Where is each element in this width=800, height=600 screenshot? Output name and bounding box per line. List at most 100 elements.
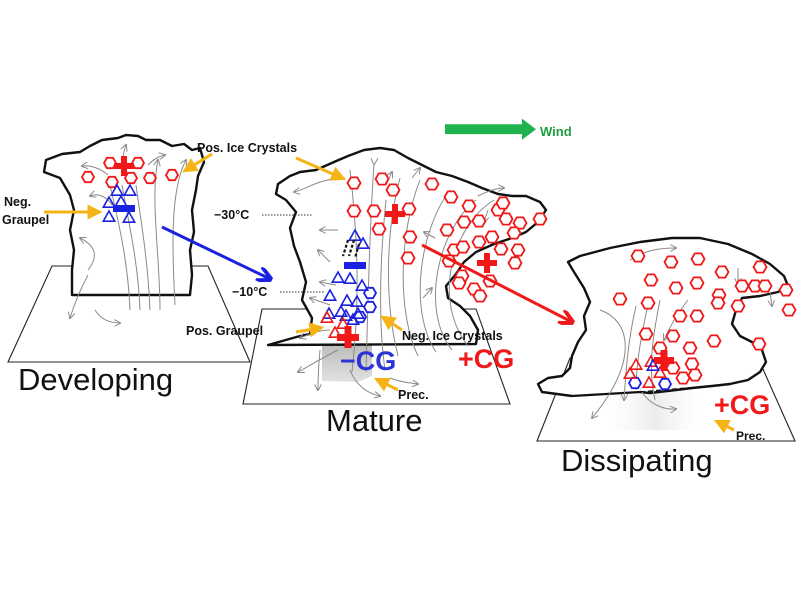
ice-crystal-icon (630, 249, 646, 263)
ice-crystal-icon (730, 299, 746, 313)
ice-crystal-icon (471, 235, 487, 249)
ice-crystal-icon (456, 215, 472, 229)
ice-crystal-icon (401, 202, 417, 216)
ice-crystal-icon (362, 286, 378, 300)
negative-charge-icon (344, 262, 366, 269)
ice-crystal-icon (638, 327, 654, 341)
ice-crystal-icon (643, 273, 659, 287)
graupel-icon (121, 210, 137, 223)
stage-dissipating: +CG Prec. Dissipating (536, 236, 797, 478)
ice-crystals-negative-dissipating (627, 376, 673, 391)
ice-crystal-icon (675, 371, 691, 385)
graupel-icon (327, 325, 343, 339)
cloud-mature (266, 146, 548, 347)
ice-crystal-icon (689, 309, 705, 323)
ice-crystal-icon (665, 361, 681, 375)
ice-crystal-icon (752, 260, 768, 274)
cloud-base-edge (571, 390, 641, 398)
graupel-negative-dissipating (645, 358, 661, 372)
graupel-icon (101, 209, 117, 222)
ice-crystal-icon (734, 279, 750, 293)
ice-crystal-icon (665, 329, 681, 343)
wind-indicator: Wind (445, 118, 572, 140)
graupel-icon (347, 228, 363, 241)
ice-crystal-icon (627, 376, 643, 390)
negative-charge-icon (113, 205, 135, 212)
stage-developing: Neg. Graupel Pos. Ice Crystals Developin… (2, 133, 297, 397)
graupel-icon (652, 365, 668, 379)
graupel-icon (641, 375, 657, 389)
positive-charge-icon (337, 326, 359, 348)
ice-crystal-icon (362, 300, 378, 314)
label-neg-ice-crystals: Neg. Ice Crystals (402, 329, 503, 343)
wind-arrow-icon (445, 118, 536, 140)
ice-crystal-icon (507, 256, 523, 270)
positive-charge-icon (654, 350, 674, 371)
ice-crystal-icon (471, 214, 487, 228)
ice-crystal-icon (512, 216, 528, 230)
ice-crystal-icon (451, 276, 467, 290)
graupel-icon (349, 294, 365, 308)
ice-crystal-icon (443, 190, 459, 204)
ice-crystal-icon (612, 292, 628, 306)
ice-crystal-icon (778, 283, 794, 297)
stage-label-developing: Developing (18, 362, 173, 397)
annotation-arrow-icon (380, 315, 403, 332)
ice-crystal-icon (684, 357, 700, 371)
ice-crystal-icon (374, 172, 390, 186)
ice-crystal-icon (532, 212, 548, 226)
label-precipitation-dissipating: Prec. (736, 429, 765, 443)
ice-crystal-icon (710, 296, 726, 310)
lightning-dashes-icon (341, 239, 361, 259)
neg-cg-label: −CG (340, 346, 396, 376)
graupel-negative-mature (321, 228, 371, 326)
ice-crystal-icon (142, 171, 158, 185)
precipitation-area-dissipating (610, 390, 700, 430)
label-neg-graupel-line2: Graupel (2, 213, 49, 227)
ice-crystal-icon (751, 337, 767, 351)
ice-crystal-icon (657, 377, 673, 391)
graupel-icon (109, 183, 125, 196)
transition-arrow-icon (161, 225, 268, 278)
isotherm-upper-label: −30°C (214, 208, 249, 222)
annotation-arrow-icon (713, 419, 735, 434)
graupel-icon (628, 357, 644, 371)
precipitation-shaft-mature (322, 345, 372, 382)
transition-arrow-icon (421, 243, 570, 321)
label-neg-graupel-line1: Neg. (4, 195, 31, 209)
graupel-icon (354, 278, 370, 292)
graupel-icon (335, 316, 351, 330)
ice-crystal-icon (668, 281, 684, 295)
ice-crystals-positive-developing (80, 156, 180, 189)
ice-crystal-icon (455, 240, 471, 254)
ice-crystal-icon (781, 303, 797, 317)
ice-crystal-icon (706, 334, 722, 348)
graupel-icon (339, 293, 355, 307)
ice-crystal-icon (123, 171, 139, 185)
stage-label-mature: Mature (326, 403, 422, 438)
ice-crystal-icon (493, 242, 509, 256)
ice-crystal-icon (472, 289, 488, 303)
graupel-icon (330, 270, 346, 284)
ice-crystal-icon (663, 255, 679, 269)
ice-crystal-icon (510, 243, 526, 257)
isotherm-lower-label: −10°C (232, 285, 267, 299)
flow-lines-developing (70, 145, 186, 323)
ice-crystal-icon (682, 341, 698, 355)
graupel-icon (122, 183, 138, 196)
ice-crystal-icon (102, 156, 118, 170)
label-pos-ice-crystals: Pos. Ice Crystals (197, 141, 297, 155)
graupel-icon (622, 366, 638, 380)
ice-crystal-icon (689, 276, 705, 290)
graupel-icon (345, 312, 361, 326)
ice-crystal-icon (164, 168, 180, 182)
ice-crystal-icon (346, 176, 362, 190)
ice-crystal-icon (400, 251, 416, 265)
stage-label-dissipating: Dissipating (561, 443, 713, 478)
positive-charge-icon (385, 204, 405, 224)
graupel-icon (342, 271, 358, 285)
graupel-icon (355, 236, 371, 249)
ice-crystal-icon (687, 368, 703, 382)
graupel-icon (645, 358, 661, 372)
